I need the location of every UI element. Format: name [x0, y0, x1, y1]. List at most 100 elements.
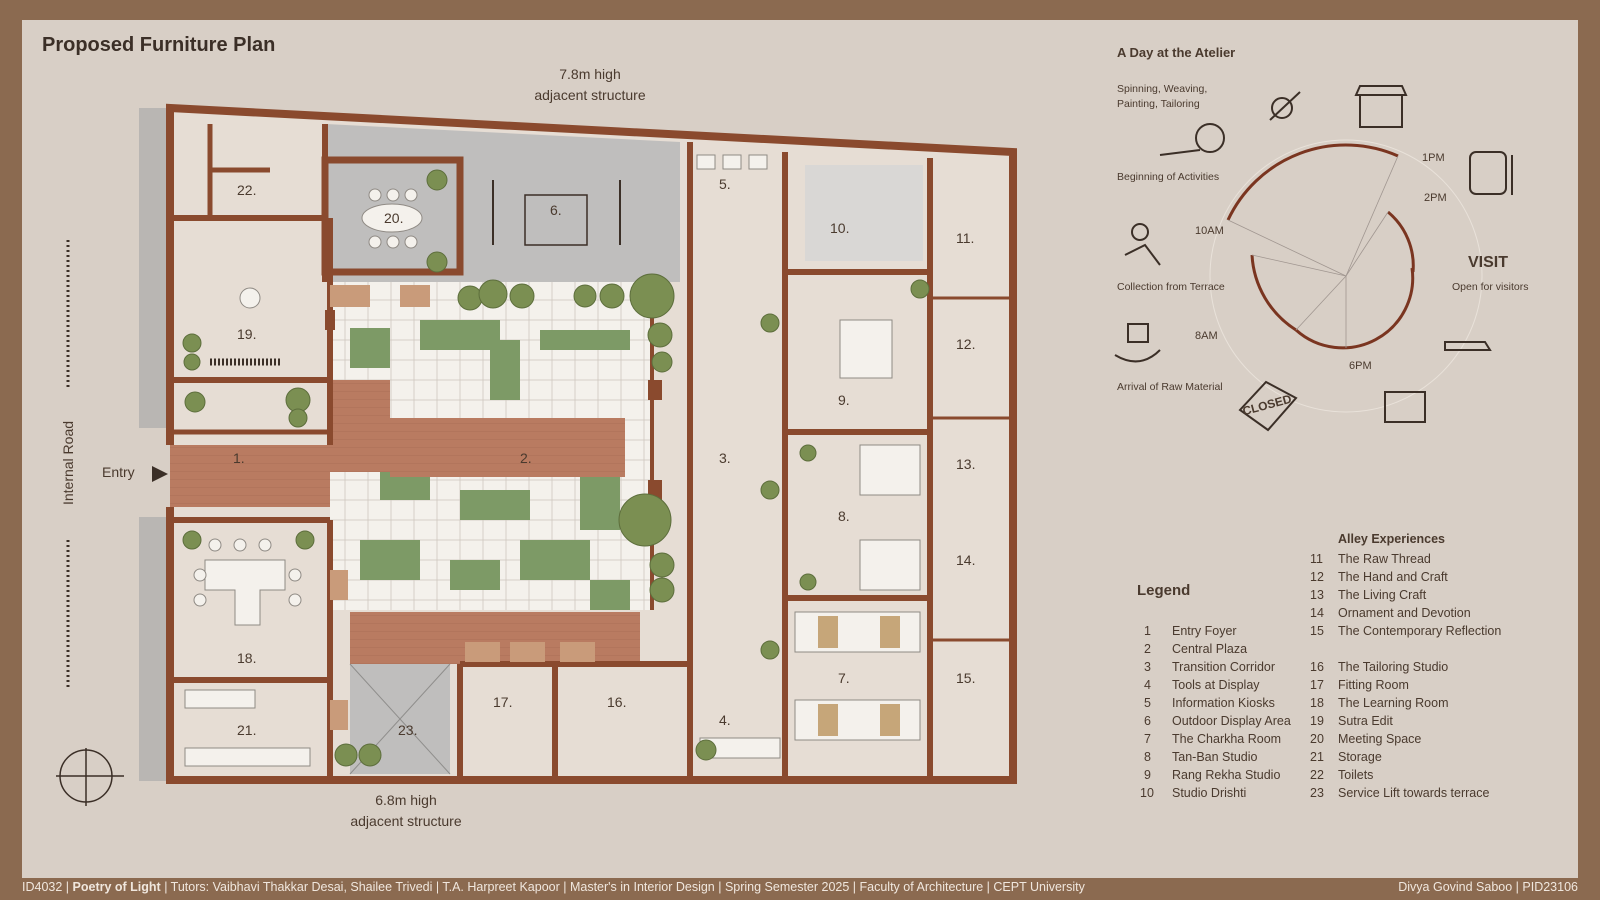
road-strip-top — [139, 108, 169, 428]
bottom-adjacent-note: 6.8m high adjacent structure — [316, 790, 496, 832]
legend-label: Rang Rekha Studio — [1172, 768, 1281, 782]
alley-label: Storage — [1338, 750, 1382, 764]
legend-number: 9 — [1144, 768, 1151, 782]
room-number-13: 13. — [956, 456, 976, 472]
day-ring-diagram — [1209, 139, 1483, 413]
charkha-mats — [818, 616, 900, 736]
plaza-benches — [330, 285, 595, 730]
legend-number: 5 — [1144, 696, 1151, 710]
hour-6pm: 6PM — [1349, 360, 1372, 372]
legend-number: 1 — [1144, 624, 1151, 638]
legend-label: The Charkha Room — [1172, 732, 1282, 746]
top-adjacent-note: 7.8m high adjacent structure — [500, 64, 680, 106]
top-note-height: 7.8m high — [559, 66, 621, 82]
day-arrival: Arrival of Raw Material — [1117, 381, 1223, 393]
studio-drishti-floor — [805, 165, 923, 261]
walls — [166, 103, 1017, 784]
road-strip-bottom — [139, 517, 169, 781]
alley-label: The Learning Room — [1338, 696, 1449, 710]
legend-row: 4 Tools at Display — [1144, 678, 1260, 692]
learning-table — [204, 559, 286, 626]
loom-b — [859, 539, 921, 591]
alley-number: 21 — [1310, 750, 1324, 764]
alley-number: 20 — [1310, 732, 1324, 746]
room-number-8: 8. — [838, 508, 850, 524]
room-number-21: 21. — [237, 722, 257, 738]
hour-10am: 10AM — [1195, 225, 1224, 237]
meeting-table — [361, 203, 423, 233]
alley-number: 16 — [1310, 660, 1324, 674]
alley-label: Fitting Room — [1338, 678, 1409, 692]
learning-stools — [193, 538, 302, 607]
bottom-note-label: adjacent structure — [350, 813, 462, 829]
package-hand-icon — [1114, 323, 1161, 363]
room-number-6: 6. — [550, 202, 562, 218]
day-icons — [1114, 85, 1513, 432]
alley-label: The Raw Thread — [1338, 552, 1431, 566]
entry-label: Entry — [102, 464, 135, 480]
alley-label: The Tailoring Studio — [1338, 660, 1449, 674]
footer-project: Poetry of Light — [72, 880, 161, 894]
room-number-14: 14. — [956, 552, 976, 568]
thread-spool-icon — [1269, 91, 1301, 121]
internal-road-label: Internal Road — [60, 420, 76, 506]
alley-row: 16 The Tailoring Studio — [1310, 660, 1448, 674]
north-compass-icon — [56, 748, 124, 806]
room-number-3: 3. — [719, 450, 731, 466]
top-note-label: adjacent structure — [534, 87, 646, 103]
alley-row: 15 The Contemporary Reflection — [1310, 624, 1501, 638]
charkha-wheel-icon — [1159, 123, 1225, 156]
legend-row: 9 Rang Rekha Studio — [1144, 768, 1280, 782]
entry-arrow-icon — [152, 466, 168, 482]
alley-number: 18 — [1310, 696, 1324, 710]
shop-open-icon — [1354, 85, 1408, 128]
room-number-12: 12. — [956, 336, 976, 352]
legend-number: 3 — [1144, 660, 1151, 674]
room-number-2: 2. — [520, 450, 532, 466]
meeting-chairs — [368, 188, 418, 249]
storage-shelf-b — [184, 747, 311, 767]
storage-shelf-a — [184, 689, 256, 709]
legend-label: Tools at Display — [1172, 678, 1260, 692]
alley-number: 23 — [1310, 786, 1324, 800]
info-kiosks — [696, 154, 768, 170]
bottom-note-height: 6.8m high — [375, 792, 437, 808]
legend-number: 4 — [1144, 678, 1151, 692]
visit-sign: VISIT — [1468, 254, 1509, 271]
room-number-17: 17. — [493, 694, 513, 710]
alley-label: Sutra Edit — [1338, 714, 1393, 728]
room-number-18: 18. — [237, 650, 257, 666]
legend-number: 10 — [1140, 786, 1154, 800]
day-collection: Collection from Terrace — [1117, 281, 1225, 293]
room-number-23: 23. — [398, 722, 418, 738]
shop-closed-icon — [1384, 391, 1426, 423]
alley-label: Meeting Space — [1338, 732, 1422, 746]
grass-patches — [350, 320, 630, 610]
trees — [182, 169, 930, 767]
legend-label: Information Kiosks — [1172, 696, 1275, 710]
alley-label: The Contemporary Reflection — [1338, 624, 1502, 638]
day-open: Open for visitors — [1452, 281, 1529, 293]
legend-number: 6 — [1144, 714, 1151, 728]
alley-row: 17 Fitting Room — [1310, 678, 1409, 692]
alley-number: 15 — [1310, 624, 1324, 638]
room-number-4: 4. — [719, 712, 731, 728]
alley-number: 11 — [1310, 552, 1323, 566]
legend-row: 5 Information Kiosks — [1144, 696, 1275, 710]
lunch-tray-icon — [1469, 151, 1513, 195]
alley-label: Ornament and Devotion — [1338, 606, 1471, 620]
alley-number: 17 — [1310, 678, 1324, 692]
alley-number: 13 — [1310, 588, 1324, 602]
worker-icon — [1124, 223, 1161, 266]
day-title: A Day at the Atelier — [1117, 45, 1236, 60]
day-spinning-2: Painting, Tailoring — [1117, 98, 1200, 110]
alley-row: 11 The Raw Thread — [1310, 552, 1431, 566]
